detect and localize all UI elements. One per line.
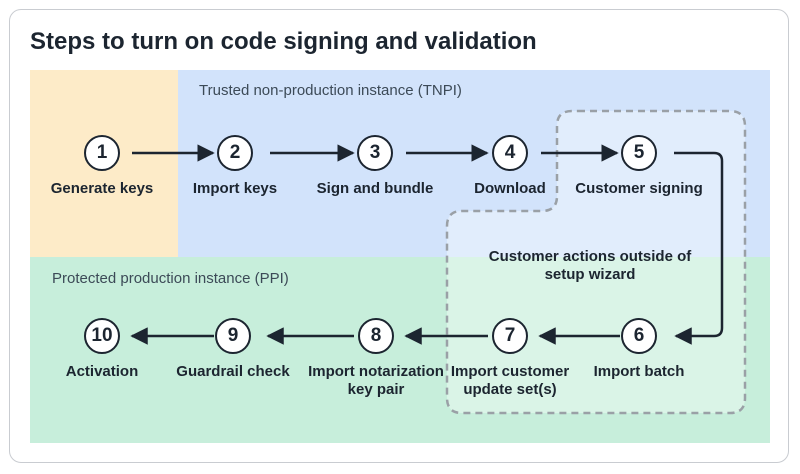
tnpi-label: Trusted non-production instance (TNPI): [199, 82, 462, 99]
tnpi-region: [178, 70, 770, 257]
step-5-circle: 5: [621, 135, 657, 171]
step-10-label: Activation: [65, 363, 139, 380]
arrow-5-to-6: [674, 151, 724, 345]
step-4-label: Download: [474, 180, 546, 197]
step-3-circle: 3: [357, 135, 393, 171]
step-5-label: Customer signing: [575, 180, 703, 197]
step-6-circle: 6: [621, 318, 657, 354]
diagram-title: Steps to turn on code signing and valida…: [30, 28, 537, 55]
step-4-circle: 4: [492, 135, 528, 171]
step-9-label: Guardrail check: [176, 363, 290, 380]
customer-actions-note: Customer actions outside of setup wizard: [488, 248, 692, 283]
step-1-circle: 1: [84, 135, 120, 171]
step-6-label: Import batch: [593, 363, 685, 380]
step-8-label: Import notarization key pair: [308, 363, 444, 398]
step-8-circle: 8: [358, 318, 394, 354]
step-2-circle: 2: [217, 135, 253, 171]
step-7-circle: 7: [492, 318, 528, 354]
step-7-label: Import customer update set(s): [450, 363, 570, 398]
step-2-label: Import keys: [192, 180, 278, 197]
step-9-circle: 9: [215, 318, 251, 354]
ppi-label: Protected production instance (PPI): [52, 270, 289, 287]
step-1-label: Generate keys: [50, 180, 154, 197]
step-3-label: Sign and bundle: [316, 180, 434, 197]
step-10-circle: 10: [84, 318, 120, 354]
